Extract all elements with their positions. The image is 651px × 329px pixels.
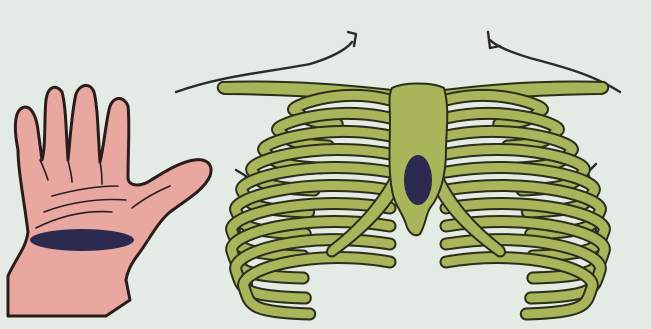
palm-heel-marker-icon <box>30 229 134 251</box>
compression-point-marker-icon <box>404 155 432 205</box>
